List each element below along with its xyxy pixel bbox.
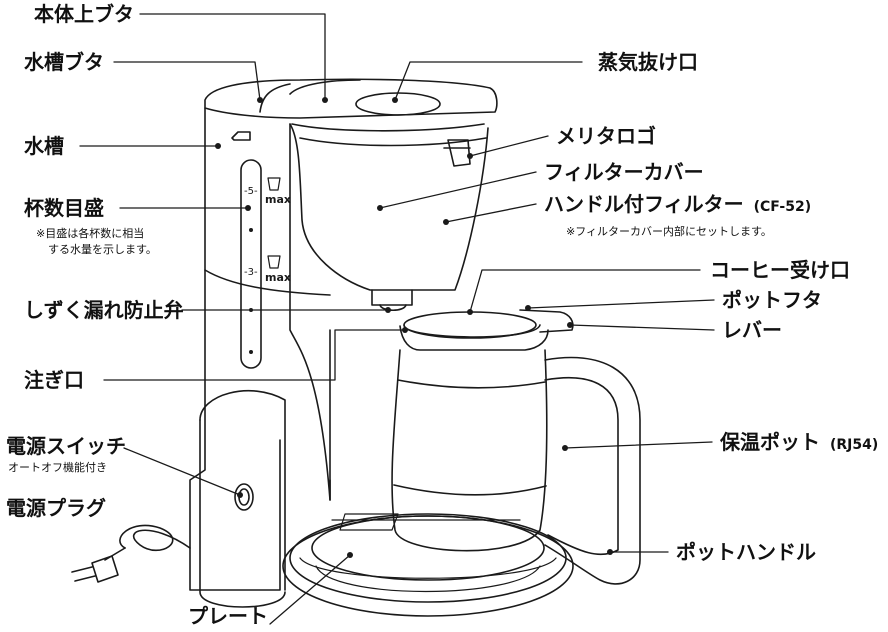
label-pot-handle: ポットハンドル [676,540,816,564]
gauge-max-lower: max [265,271,291,284]
label-drip-stop-valve: しずく漏れ防止弁 [24,298,184,322]
label-filter-cover: フィルターカバー [544,160,704,184]
gauge-max-upper: max [265,193,291,206]
handled-filter-name: ハンドル付フィルター [544,192,744,216]
gauge-mark-5: -5- [244,186,258,197]
handled-filter-model: (CF-52) [753,199,812,215]
label-plate: プレート [188,604,268,628]
main-body-drawing [189,78,498,608]
label-steam-vent: 蒸気抜け口 [598,50,698,74]
thermal-pot-drawing [391,309,641,585]
label-tank-lid: 水槽ブタ [24,50,104,74]
label-cup-gauge: 杯数目盛 [24,196,104,220]
note-cup-gauge-1: ※目盛は各杯数に相当 [36,227,145,240]
power-plug-drawing [71,524,191,583]
note-cup-gauge-2: する水量を示します。 [48,243,157,256]
thermal-pot-name: 保温ポット [720,430,820,454]
base-plate-drawing [282,513,574,617]
filter-cover-drawing [289,123,489,312]
cup-gauge-marks [249,228,253,354]
label-body-lid: 本体上ブタ [34,2,134,26]
note-handled-filter: ※フィルターカバー内部にセットします。 [566,225,772,238]
label-handled-filter: ハンドル付フィルター (CF-52) [544,192,811,219]
label-thermal-pot: 保温ポット (RJ54) [720,430,878,457]
label-lever: レバー [722,318,782,342]
label-coffee-inlet: コーヒー受け口 [710,258,850,282]
label-pot-lid: ポットフタ [722,288,822,312]
gauge-cup-icons [267,177,281,269]
label-power-plug: 電源プラグ [6,496,106,520]
label-tank: 水槽 [24,134,64,158]
gauge-mark-3: -3- [244,267,258,278]
leader-lines [79,13,715,625]
label-power-switch: 電源スイッチ [6,434,126,458]
thermal-pot-model: (RJ54) [830,437,879,453]
leader-dots [215,97,613,558]
note-power-switch: オートオフ機能付き [8,461,107,474]
label-spout: 注ぎ口 [24,368,84,392]
label-melitta-logo: メリタロゴ [556,124,656,148]
